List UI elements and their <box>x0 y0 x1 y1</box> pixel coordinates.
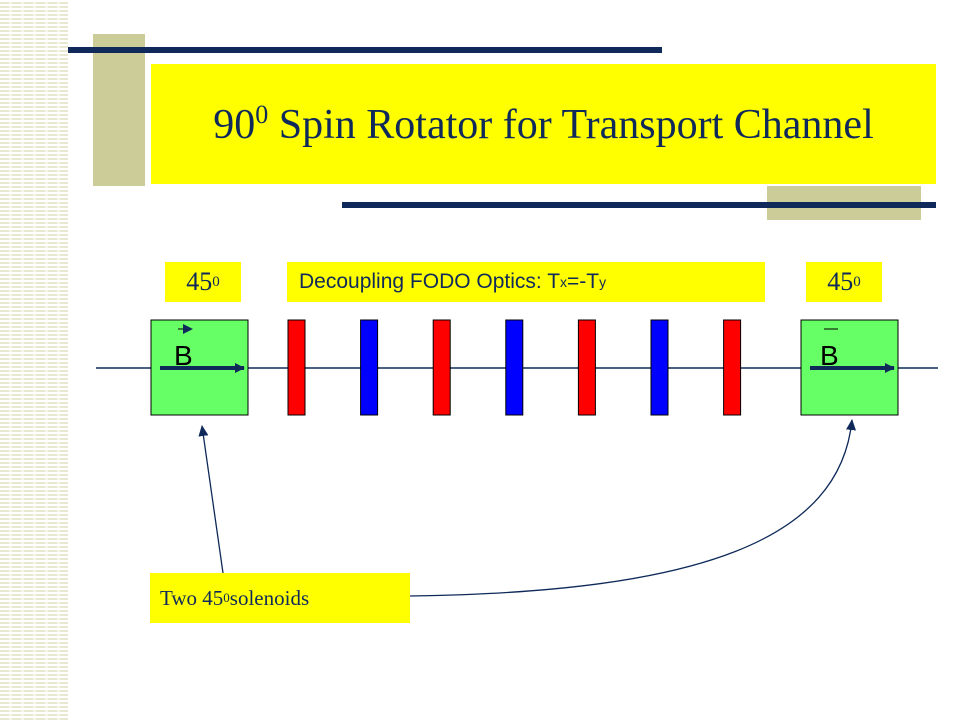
fodo-label-subscript-y: y <box>599 274 607 290</box>
focusing-quadrupole-magnet <box>432 319 451 416</box>
solenoids-label-suffix: solenoids <box>229 585 310 610</box>
title-base: 90 <box>213 101 256 148</box>
defocusing-quadrupole-magnet <box>360 319 379 416</box>
right-angle-value: 45 <box>827 267 854 296</box>
title-rest: Spin Rotator for Transport Channel <box>268 101 874 148</box>
solenoids-label-superscript: 0 <box>223 590 230 605</box>
left-b-field-symbol: B <box>174 340 193 371</box>
side-stripe-decoration <box>0 0 68 720</box>
top-rule <box>68 47 662 53</box>
title-banner: 900 Spin Rotator for Transport Channel <box>151 64 936 184</box>
pointer-arrow-left-solenoid <box>198 425 224 574</box>
slide-title: 900 Spin Rotator for Transport Channel <box>213 100 874 149</box>
fodo-label-subscript-x: x <box>560 274 568 290</box>
fodo-label-middle: =-T <box>567 270 600 293</box>
fodo-magnet-lattice <box>287 319 742 416</box>
title-superscript: 0 <box>255 99 269 129</box>
solenoids-label-prefix: Two 45 <box>160 585 224 610</box>
left-angle-superscript: 0 <box>212 273 220 290</box>
focusing-quadrupole-magnet <box>723 319 742 416</box>
defocusing-quadrupole-magnet <box>650 319 669 416</box>
defocusing-quadrupole-magnet <box>505 319 524 416</box>
pointer-arrow-right-solenoid <box>409 419 856 597</box>
focusing-quadrupole-magnet <box>577 319 596 416</box>
tan-accent-block-left <box>93 34 145 186</box>
bottom-rule <box>342 202 936 208</box>
left-angle-value: 45 <box>186 267 213 296</box>
focusing-quadrupole-magnet <box>287 319 306 416</box>
fodo-label-prefix: Decoupling FODO Optics: T <box>299 270 561 293</box>
left-b-vector-symbol: B <box>174 324 193 371</box>
right-angle-superscript: 0 <box>853 273 861 290</box>
right-b-field-symbol: B <box>820 340 839 371</box>
right-b-vector-symbol: B <box>820 328 839 371</box>
